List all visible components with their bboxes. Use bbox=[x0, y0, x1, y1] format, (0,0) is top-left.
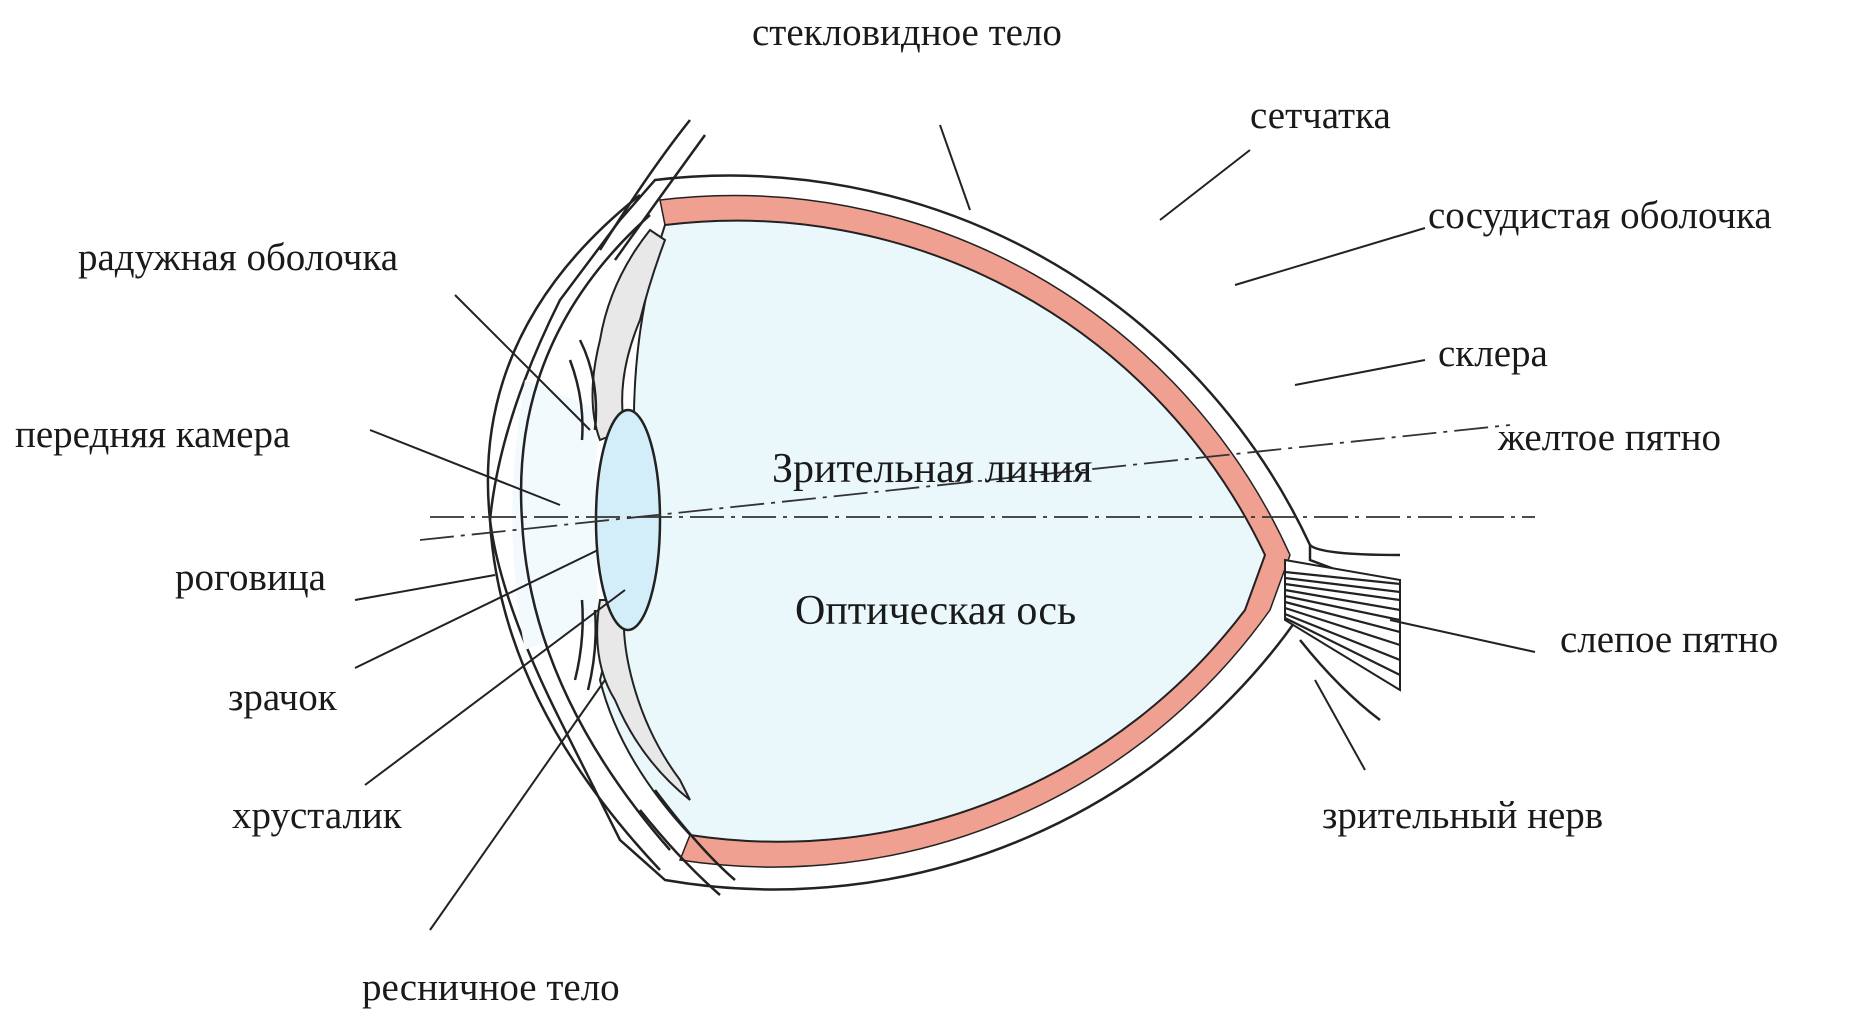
label-lens: хрусталик bbox=[232, 794, 402, 837]
leader-vitreous bbox=[940, 125, 970, 210]
label-iris: радужная оболочка bbox=[78, 236, 398, 279]
label-blind-spot: слепое пятно bbox=[1560, 618, 1778, 661]
leader-optic-nerve bbox=[1315, 680, 1365, 770]
label-vitreous: стекловидное тело bbox=[752, 11, 1062, 54]
leader-retina bbox=[1160, 150, 1250, 220]
label-optical-axis: Оптическая ось bbox=[795, 588, 1076, 634]
leader-choroid bbox=[1235, 228, 1425, 285]
label-ciliary-body: ресничное тело bbox=[362, 966, 620, 1009]
label-optic-nerve: зрительный нерв bbox=[1322, 794, 1603, 837]
label-cornea: роговица bbox=[175, 556, 326, 599]
label-choroid: сосудистая оболочка bbox=[1428, 194, 1772, 237]
label-pupil: зрачок bbox=[228, 676, 337, 719]
label-sclera: склера bbox=[1438, 332, 1548, 375]
anterior-chamber bbox=[513, 380, 601, 650]
leader-sclera bbox=[1295, 360, 1425, 385]
leader-blind-spot bbox=[1390, 620, 1535, 652]
label-visual-line: Зрительная линия bbox=[772, 446, 1092, 492]
label-anterior-chamber: передняя камера bbox=[15, 413, 290, 456]
label-macula: желтое пятно bbox=[1497, 416, 1721, 459]
label-retina: сетчатка bbox=[1250, 94, 1391, 137]
leader-cornea bbox=[355, 575, 495, 600]
